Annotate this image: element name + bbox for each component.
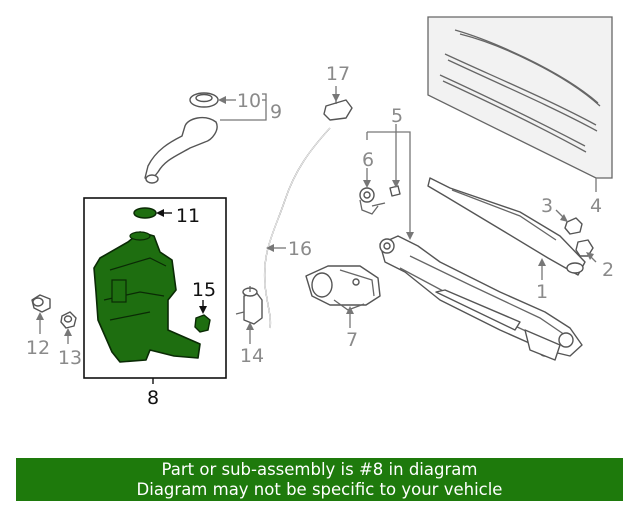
banner-line-1: Part or sub-assembly is #8 in diagram [161, 460, 478, 479]
washer-hose[interactable] [263, 127, 331, 329]
callout-15: 15 [192, 279, 216, 301]
leader-lines [36, 86, 597, 384]
reservoir-grommet-part-15[interactable] [194, 314, 211, 333]
filler-cap-part-10[interactable] [189, 92, 219, 108]
part-info-banner: Part or sub-assembly is #8 in diagram Di… [16, 458, 623, 501]
callout-5: 5 [391, 105, 403, 127]
callout-13: 13 [58, 347, 82, 369]
callout-17: 17 [326, 63, 350, 85]
callout-11: 11 [176, 205, 200, 227]
callout-9: 9 [270, 101, 282, 123]
wiper-arm[interactable] [427, 177, 586, 276]
callout-1: 1 [536, 281, 548, 303]
callout-7: 7 [346, 329, 358, 351]
pivot-part-6[interactable] [359, 187, 386, 215]
callout-16: 16 [288, 238, 312, 260]
banner-line-2: Diagram may not be specific to your vehi… [136, 480, 503, 499]
wiper-blade-assembly[interactable] [427, 16, 613, 186]
grommet-part-12[interactable] [31, 294, 51, 313]
arm-cap-part-3[interactable] [564, 217, 583, 235]
washer-pump-part-14[interactable] [235, 286, 263, 325]
callout-8: 8 [147, 387, 159, 409]
hose-connector-part-17[interactable] [323, 98, 353, 121]
callout-3: 3 [541, 195, 553, 217]
callout-12: 12 [26, 337, 50, 359]
wiper-motor[interactable] [305, 265, 381, 311]
washer-reservoir-part-8[interactable] [93, 231, 201, 363]
callout-4: 4 [590, 195, 602, 217]
reservoir-cap-part-11[interactable] [133, 207, 157, 219]
callout-2: 2 [602, 259, 614, 281]
callout-6: 6 [362, 149, 374, 171]
wiper-linkage[interactable] [379, 235, 583, 361]
callout-14: 14 [240, 345, 264, 367]
filler-neck-part-9[interactable] [144, 116, 218, 184]
clip-part-5[interactable] [389, 185, 401, 197]
callout-10: 10 [237, 90, 261, 112]
grommet-part-13[interactable] [60, 311, 77, 329]
